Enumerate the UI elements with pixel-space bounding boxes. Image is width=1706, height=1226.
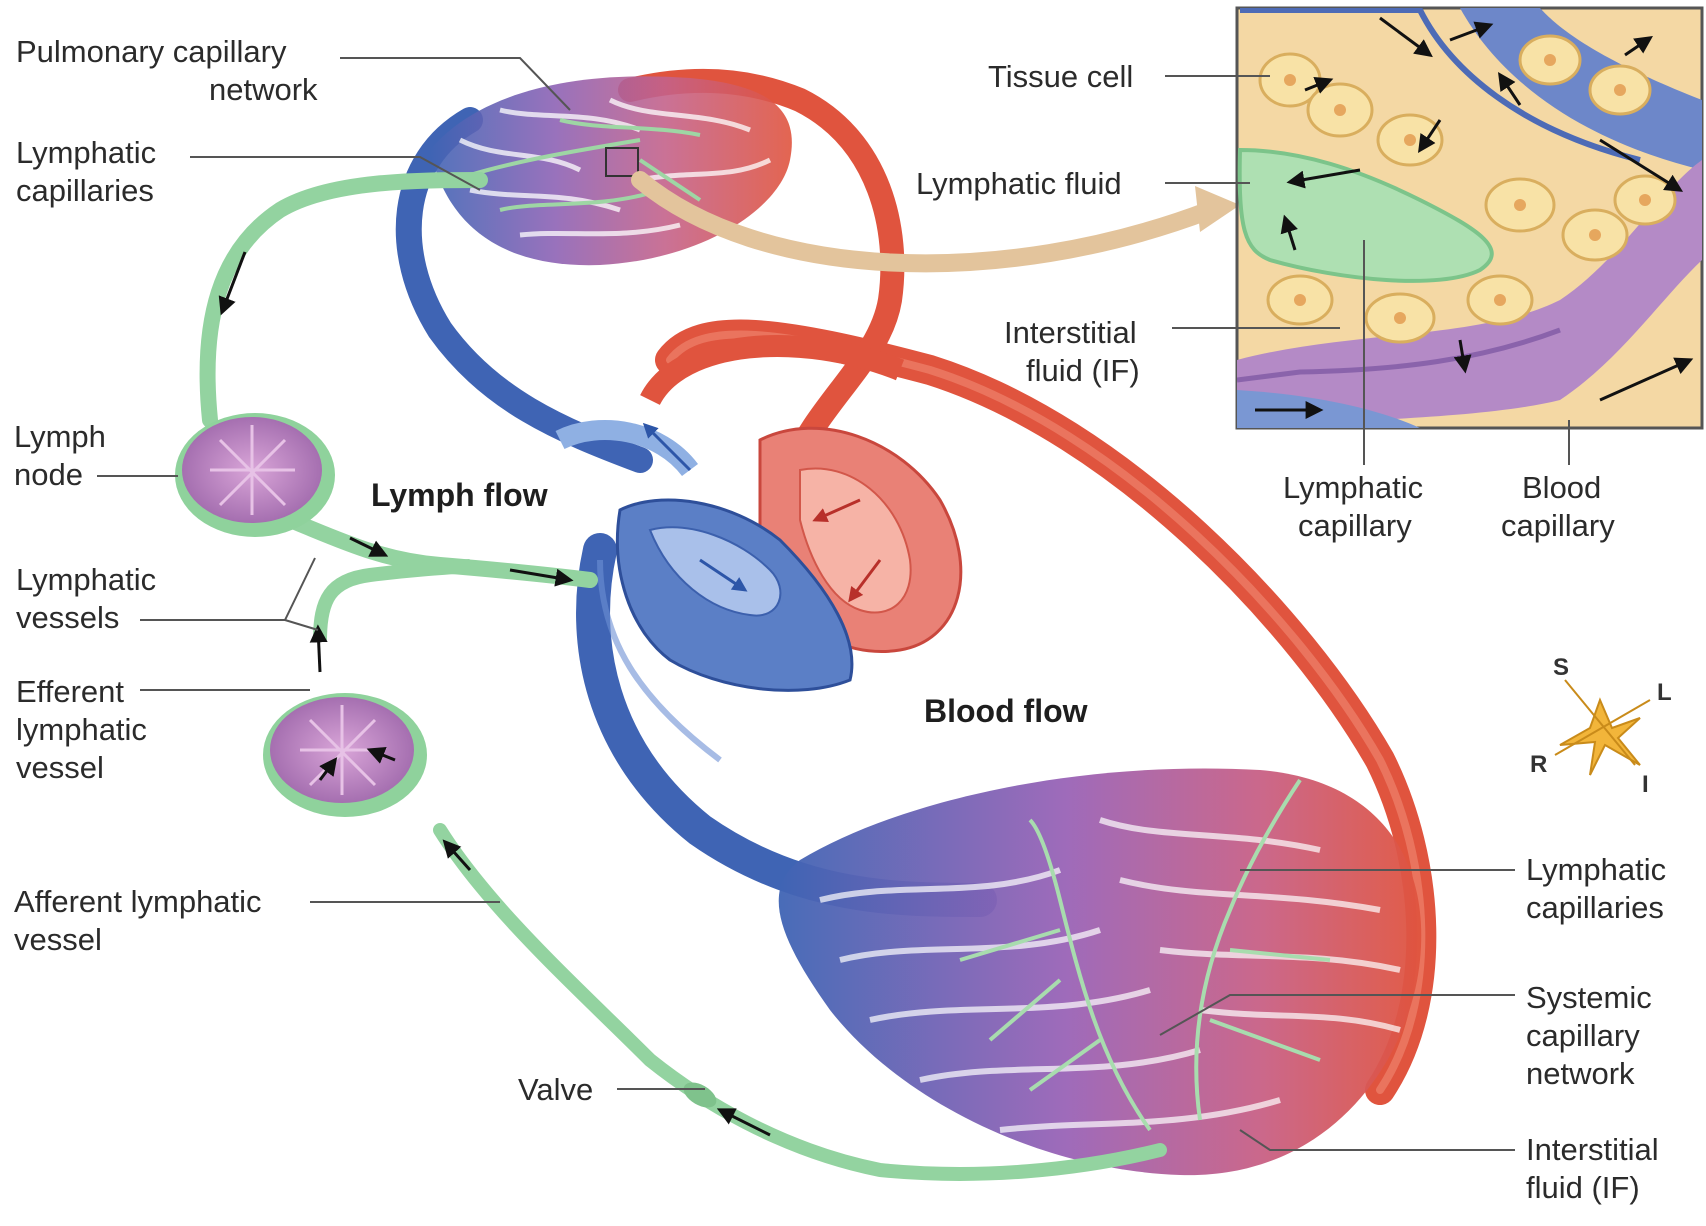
systemic-capillary-bed: [779, 768, 1422, 1175]
lymph-node-lower: [263, 693, 427, 817]
label-interstitial-fluid-inset: Interstitial fluid (IF): [1004, 315, 1145, 388]
label-blood-flow: Blood flow: [924, 693, 1088, 729]
label-pulmonary-capillary-network: Pulmonary capillary network: [16, 34, 318, 107]
label-lymphatic-capillaries-right: Lymphatic capillaries: [1526, 852, 1675, 925]
label-lymphatic-capillary-inset: Lymphatic capillary: [1283, 470, 1432, 543]
orientation-compass: S L R I: [1530, 654, 1672, 798]
label-lymphatic-capillaries-top: Lymphatic capillaries: [16, 135, 165, 208]
compass-inferior: I: [1642, 771, 1649, 798]
label-lymphatic-fluid: Lymphatic fluid: [916, 166, 1122, 201]
label-afferent-lymphatic-vessel: Afferent lymphatic vessel: [14, 884, 270, 957]
compass-superior: S: [1553, 654, 1569, 681]
lymph-node-upper: [175, 413, 335, 537]
label-valve: Valve: [518, 1072, 593, 1107]
label-lymph-flow: Lymph flow: [371, 477, 548, 513]
tissue-inset: [1237, 8, 1702, 428]
label-systemic-capillary-network: Systemic capillary network: [1526, 980, 1660, 1091]
label-lymph-node: Lymph node: [14, 419, 115, 492]
label-tissue-cell: Tissue cell: [988, 59, 1133, 94]
label-efferent-lymphatic-vessel: Efferent lymphatic vessel: [16, 674, 156, 785]
pulmonary-lymph-vessel: [208, 180, 480, 420]
compass-left: L: [1657, 679, 1672, 706]
label-interstitial-fluid-right: Interstitial fluid (IF): [1526, 1132, 1667, 1205]
label-lymphatic-vessels: Lymphatic vessels: [16, 562, 165, 635]
compass-right: R: [1530, 751, 1547, 778]
label-blood-capillary-inset: Blood capillary: [1501, 470, 1615, 543]
